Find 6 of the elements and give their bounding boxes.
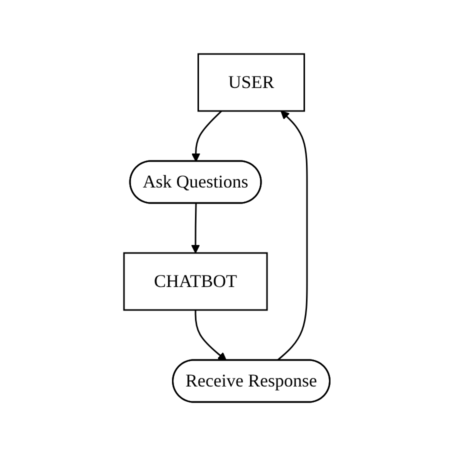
arrow xyxy=(194,310,227,360)
arrow xyxy=(191,202,200,253)
node-box: CHATBOT xyxy=(123,252,268,310)
arrow xyxy=(192,110,222,162)
arrow xyxy=(276,110,308,361)
node-box: USER xyxy=(198,52,306,112)
